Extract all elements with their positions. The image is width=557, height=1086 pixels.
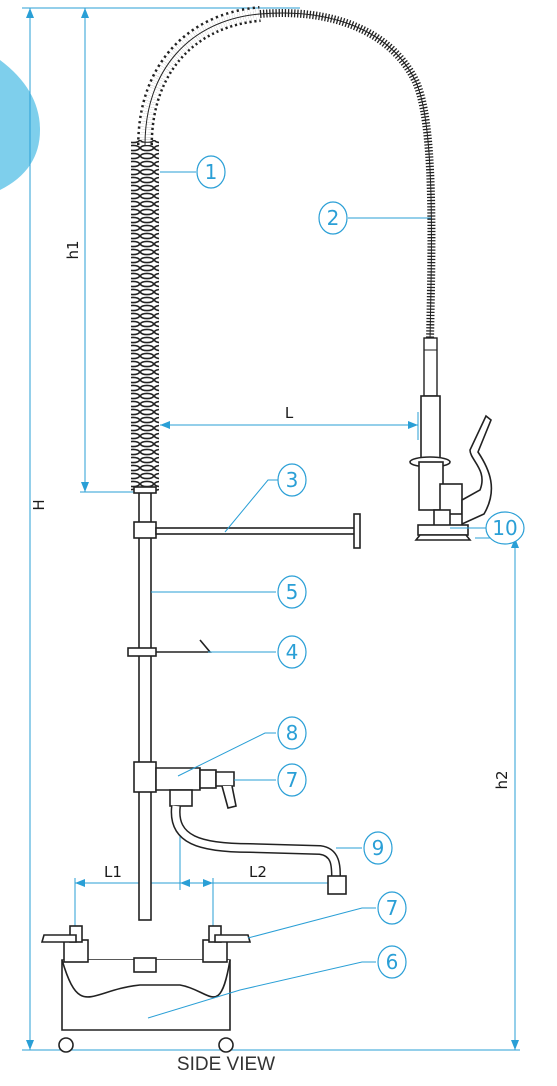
callout-3: 3 bbox=[277, 463, 307, 497]
callout-9: 9 bbox=[363, 831, 393, 865]
spray-valve bbox=[409, 395, 493, 541]
callout-10: 10 bbox=[485, 511, 525, 545]
flex-hose bbox=[259, 9, 438, 397]
callout-1: 1 bbox=[196, 155, 226, 189]
svg-text:7: 7 bbox=[286, 768, 299, 792]
callout-7-upper: 7 bbox=[277, 763, 307, 797]
callout-7-lower: 7 bbox=[377, 891, 407, 925]
svg-text:1: 1 bbox=[205, 160, 218, 184]
wall-body bbox=[40, 925, 252, 1053]
callout-6: 6 bbox=[377, 945, 407, 979]
callout-leaders bbox=[147, 171, 486, 1019]
dim-label-L2: L2 bbox=[249, 863, 267, 881]
dim-label-L1: L1 bbox=[104, 863, 122, 881]
svg-text:9: 9 bbox=[372, 836, 385, 860]
svg-text:10: 10 bbox=[492, 516, 517, 540]
svg-text:6: 6 bbox=[386, 950, 399, 974]
svg-text:5: 5 bbox=[286, 580, 299, 604]
callout-8: 8 bbox=[277, 716, 307, 750]
dim-label-h1: h1 bbox=[64, 240, 82, 259]
svg-text:2: 2 bbox=[327, 206, 340, 230]
callout-5: 5 bbox=[277, 575, 307, 609]
spring-coil bbox=[131, 6, 261, 492]
callout-4: 4 bbox=[277, 635, 307, 669]
callout-bubbles: 1 2 3 5 4 8 7 9 bbox=[196, 155, 525, 979]
dimension-arrows bbox=[26, 8, 519, 1050]
dim-label-H: H bbox=[30, 499, 48, 510]
view-caption: SIDE VIEW bbox=[177, 1054, 275, 1075]
callout-2: 2 bbox=[318, 201, 348, 235]
svg-text:4: 4 bbox=[286, 640, 299, 664]
dimension-lines bbox=[22, 7, 520, 1051]
svg-text:3: 3 bbox=[286, 468, 299, 492]
riser-pipe bbox=[127, 486, 361, 921]
dim-label-h2: h2 bbox=[493, 770, 511, 789]
dim-label-L: L bbox=[285, 404, 294, 422]
svg-text:8: 8 bbox=[286, 721, 299, 745]
svg-text:7: 7 bbox=[386, 896, 399, 920]
accent-blob bbox=[0, 60, 40, 190]
